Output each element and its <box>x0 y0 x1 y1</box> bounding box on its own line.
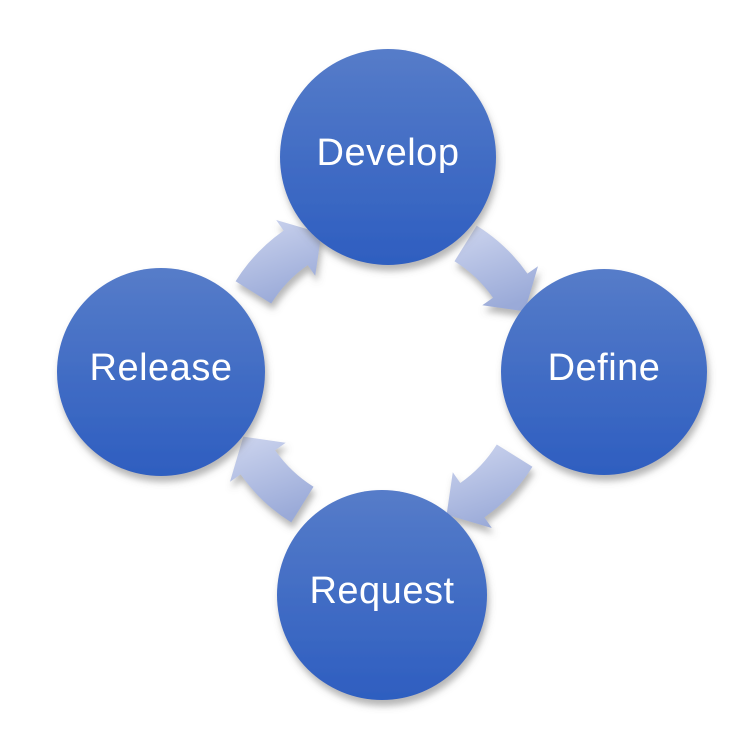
cycle-arrow-define-to-request <box>446 444 533 528</box>
cycle-arrow-release-to-develop <box>235 220 322 304</box>
cycle-node-release <box>57 268 265 476</box>
cycle-arrow-request-to-release <box>230 436 314 523</box>
cycle-arrow-develop-to-define <box>454 225 538 312</box>
cycle-node-request <box>277 490 487 700</box>
cycle-node-develop <box>280 49 496 265</box>
cycle-node-define <box>501 269 707 475</box>
